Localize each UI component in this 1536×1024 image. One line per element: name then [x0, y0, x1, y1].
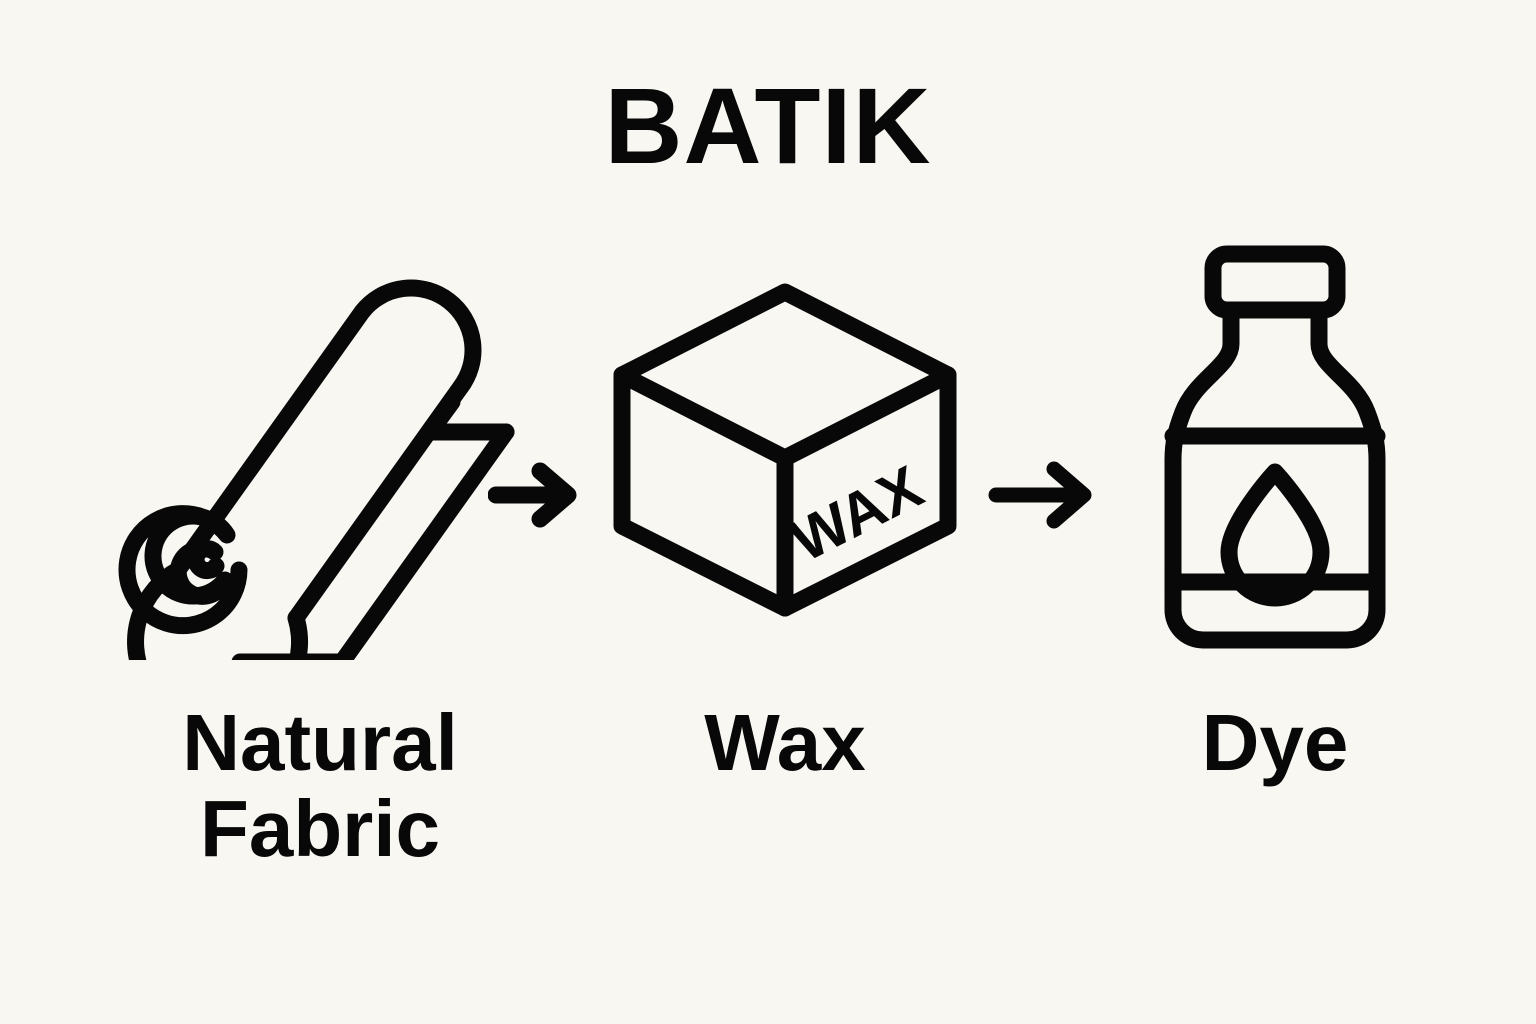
- wax-face-text: WAX: [781, 453, 933, 575]
- caption-line-1: Natural: [182, 698, 458, 787]
- wax-face-label: WAX: [781, 453, 933, 575]
- arrow-right-icon: [488, 462, 577, 528]
- dye-bottle-icon: [1164, 245, 1386, 649]
- caption-wax: Wax: [620, 698, 950, 787]
- caption-line-1: Wax: [704, 698, 866, 787]
- arrow-right-icon: [988, 461, 1092, 529]
- fabric-roll-icon: [118, 279, 515, 660]
- process-steps-row: WAX: [0, 240, 1536, 700]
- page-title: BATIK: [604, 65, 932, 186]
- connector-arrow-2: [988, 455, 1100, 535]
- step-wax: WAX: [590, 240, 980, 660]
- step-natural-fabric: [100, 240, 520, 660]
- step-dye: [1115, 240, 1435, 660]
- caption-dye: Dye: [1110, 698, 1440, 787]
- connector-arrow-1: [488, 455, 584, 535]
- caption-line-2: Fabric: [199, 784, 441, 874]
- caption-line-1: Dye: [1201, 698, 1349, 787]
- wax-cube-icon: WAX: [613, 283, 957, 617]
- caption-natural-fabric: Natural Fabric: [60, 698, 580, 874]
